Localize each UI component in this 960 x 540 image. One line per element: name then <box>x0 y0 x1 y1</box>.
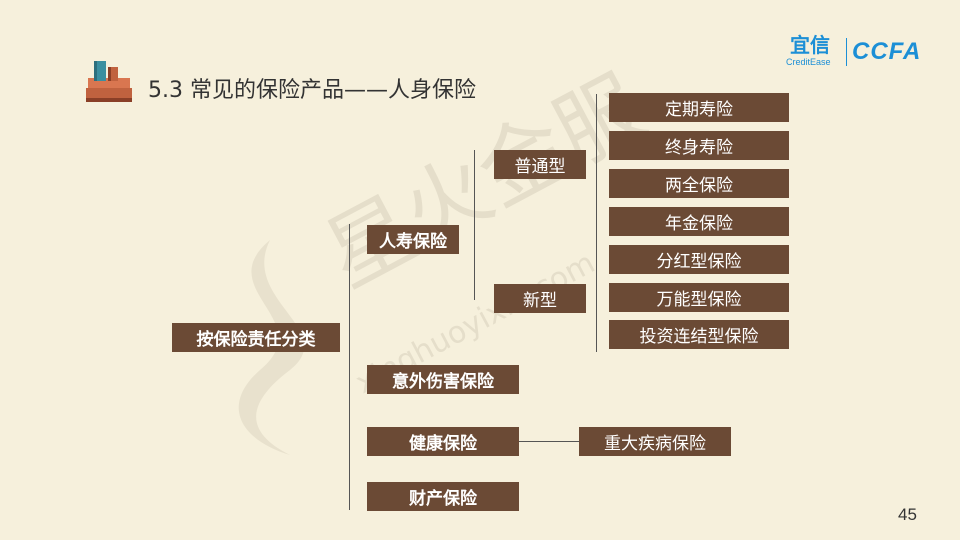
books-icon <box>86 61 132 102</box>
node-new-type: 新型 <box>494 284 586 313</box>
connector-products-vertical <box>596 94 597 352</box>
node-accident-insurance: 意外伤害保险 <box>367 365 519 394</box>
connector-life-vertical <box>474 150 475 300</box>
node-universal: 万能型保险 <box>609 283 789 312</box>
logo-creditease: CreditEase <box>786 57 831 67</box>
node-root: 按保险责任分类 <box>172 323 340 352</box>
node-annuity: 年金保险 <box>609 207 789 236</box>
logo-divider <box>846 38 847 66</box>
page-title: 5.3 常见的保险产品——人身保险 <box>148 78 476 103</box>
node-whole-life: 终身寿险 <box>609 131 789 160</box>
connector-root-vertical <box>349 224 350 510</box>
page-number: 45 <box>898 505 917 524</box>
node-life-insurance: 人寿保险 <box>367 225 459 254</box>
logo-yixin: 宜信 <box>790 33 830 57</box>
node-term-life: 定期寿险 <box>609 93 789 122</box>
node-critical-illness: 重大疾病保险 <box>579 427 731 456</box>
node-participating: 分红型保险 <box>609 245 789 274</box>
node-endowment: 两全保险 <box>609 169 789 198</box>
node-health-insurance: 健康保险 <box>367 427 519 456</box>
logo-ccfa: CCFA <box>852 38 922 65</box>
node-ordinary-type: 普通型 <box>494 150 586 179</box>
connector-health <box>519 441 579 442</box>
node-investment-linked: 投资连结型保险 <box>609 320 789 349</box>
node-property-insurance: 财产保险 <box>367 482 519 511</box>
